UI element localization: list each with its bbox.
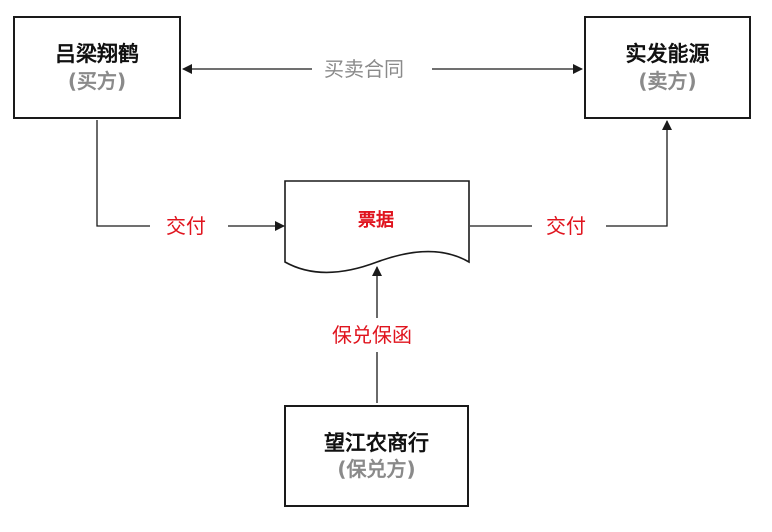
- deliver-left-line: [96, 120, 150, 227]
- deliver-right-label: 交付: [540, 214, 592, 238]
- guarantor-box: 望江农商行 (保兑方): [284, 405, 469, 507]
- deliver-right-arrow: [606, 120, 672, 227]
- deliver-left-label: 交付: [160, 214, 212, 238]
- guarantor-name: 望江农商行: [324, 430, 429, 455]
- bill-title: 票据: [358, 210, 394, 231]
- buyer-name: 吕梁翔鹤: [55, 42, 139, 67]
- contract-label: 买卖合同: [318, 57, 410, 81]
- guarantor-role: (保兑方): [337, 457, 416, 482]
- guarantee-label: 保兑保函: [326, 323, 418, 347]
- buyer-role: (买方): [67, 68, 127, 93]
- seller-role: (卖方): [638, 68, 697, 93]
- bill-document-shape: [284, 180, 470, 274]
- buyer-box: 吕梁翔鹤 (买方): [13, 16, 181, 119]
- seller-name: 实发能源: [625, 42, 710, 67]
- seller-box: 实发能源 (卖方): [584, 16, 751, 119]
